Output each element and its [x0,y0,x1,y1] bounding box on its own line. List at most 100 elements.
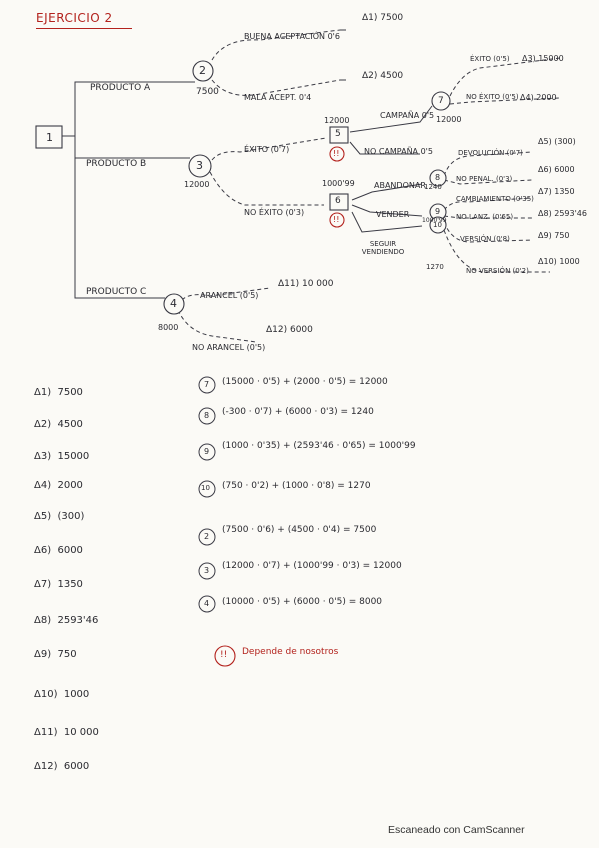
buena-aceptacion-label: BUENA ACEPTACIÓN 0'6 [244,32,340,41]
node-label-8: 8 [435,173,441,182]
delta-4-label: Δ4) 2000 [520,93,557,102]
calc-node-9-label: 9 [204,447,210,456]
node-label-1: 1 [46,131,53,144]
abandonar-label: ABANDONAR [374,181,426,190]
no-exito-label: NO ÉXITO (0'3) [244,208,305,217]
calc-circle-8 [198,407,216,425]
marker-5 [329,146,345,162]
calc-circle-10 [198,480,216,498]
chance-node-4 [163,293,185,315]
seguir-vendiendo-label: SEGUIR VENDIENDO [361,240,405,257]
vender-label: VENDER [376,210,410,219]
payoff-12: Δ12) 6000 [34,761,90,772]
node-label-9: 9 [435,207,441,216]
branch-devolucion [443,151,533,177]
calc-node-8: (-300 · 0'7) + (6000 · 0'3) = 1240 [222,407,374,417]
node-3-value: 12000 [184,180,210,189]
node-label-4: 4 [170,297,177,310]
chance-node-3 [188,154,212,178]
branch-no-version [443,229,550,273]
exito-label: ÉXITO (0'7) [244,145,290,154]
branch-no-penal [443,179,533,185]
producto-b-label: PRODUCTO B [86,159,147,169]
payoff-8: Δ8) 2593'46 [34,615,99,626]
note-marker: !! [220,650,228,660]
page-title: EJERCICIO 2 [36,11,113,25]
marker-5-label: !! [333,149,340,158]
payoff-2: Δ2) 4500 [34,419,83,430]
branch-no-lanz [443,215,532,219]
arancel-label: ARANCEL (0'5) [200,291,259,300]
node-4-value: 8000 [158,323,179,332]
calc-node-10-label: 10 [201,484,210,492]
chance-node-2 [192,60,214,82]
calc-node-2-label: 2 [204,532,210,541]
decision-node-5 [329,126,349,144]
payoff-5: Δ5) (300) [34,511,85,522]
calc-node-4: (10000 · 0'5) + (6000 · 0'5) = 8000 [222,597,383,607]
delta-3-label: Δ3) 15000 [522,54,564,63]
branch-producto-a [62,81,195,137]
mala-aceptacion-label: MALA ACEPT. 0'4 [244,93,312,102]
node-label-3: 3 [196,159,203,172]
node-label-10: 10 [433,221,442,229]
node-label-7: 7 [438,96,444,106]
branch-campana [349,105,433,133]
calc-node-7: (15000 · 0'5) + (2000 · 0'5) = 12000 [222,377,388,387]
decision-tree-diagram [35,29,561,343]
branch-vender [351,204,423,217]
node-5-value: 12000 [324,116,350,125]
calc-circle-3 [198,562,216,580]
payoff-3: Δ3) 15000 [34,451,90,462]
no-arancel-label: NO ARANCEL (0'5) [192,343,266,352]
scanner-watermark: Escaneado con CamScanner [388,824,525,836]
payoff-4: Δ4) 2000 [34,480,83,491]
no-exito-7-label: NO ÉXITO (0'5) [466,93,519,101]
calc-node-9: (1000 · 0'35) + (2593'46 · 0'65) = 1000'… [222,441,416,451]
branch-buena-aceptacion [211,29,341,61]
node-6-value: 1000'99 [322,179,355,188]
calc-circle-9 [198,443,216,461]
delta-7-label: Δ7) 1350 [538,187,575,196]
delta-9-label: Δ9) 750 [538,231,570,240]
calc-node-8-label: 8 [204,411,210,420]
branch-arancel [181,287,271,301]
node-10-value: 1270 [426,263,444,271]
chance-node-8 [429,169,447,187]
branch-exito [211,137,327,161]
branch-mala-aceptacion [211,79,341,96]
delta-12-label: Δ12) 6000 [266,325,313,335]
producto-c-label: PRODUCTO C [86,287,147,297]
payoff-10: Δ10) 1000 [34,689,90,700]
no-penal-label: NO PENAL. (0'3) [456,175,513,183]
title-underline [36,28,132,29]
calc-node-10: (750 · 0'2) + (1000 · 0'8) = 1270 [222,481,371,491]
branch-producto-c [74,158,165,299]
delta-8-label: Δ8) 2593'46 [538,209,587,218]
marker-6 [329,212,345,228]
payoff-1: Δ1) 7500 [34,387,83,398]
node-9-value: 1000'99 [422,217,447,224]
delta-2-label: Δ2) 4500 [362,71,404,81]
branch-no-exito-7 [449,97,561,105]
branch-abandonar [351,183,423,201]
calc-node-3-label: 3 [204,566,210,575]
delta-1-label: Δ1) 7500 [362,13,404,23]
chance-node-10 [429,216,447,234]
chance-node-7 [431,91,451,111]
note-text: Depende de nosotros [242,647,339,657]
branch-no-arancel [177,309,257,343]
delta-6-label: Δ6) 6000 [538,165,575,174]
branch-no-campana [349,141,420,155]
payoff-7: Δ7) 1350 [34,579,83,590]
campana-label: CAMPAÑA 0'5 [380,111,435,120]
producto-a-label: PRODUCTO A [90,83,151,93]
devolucion-label: DEVOLUCIÓN (0'7) [458,149,523,157]
payoff-9: Δ9) 750 [34,649,77,660]
decision-node-6 [329,193,349,211]
version-label: VERSIÓN (0'8) [460,235,510,243]
decision-node-1 [35,125,63,149]
branch-exito-7 [449,57,561,97]
payoff-11: Δ11) 10 000 [34,727,99,738]
